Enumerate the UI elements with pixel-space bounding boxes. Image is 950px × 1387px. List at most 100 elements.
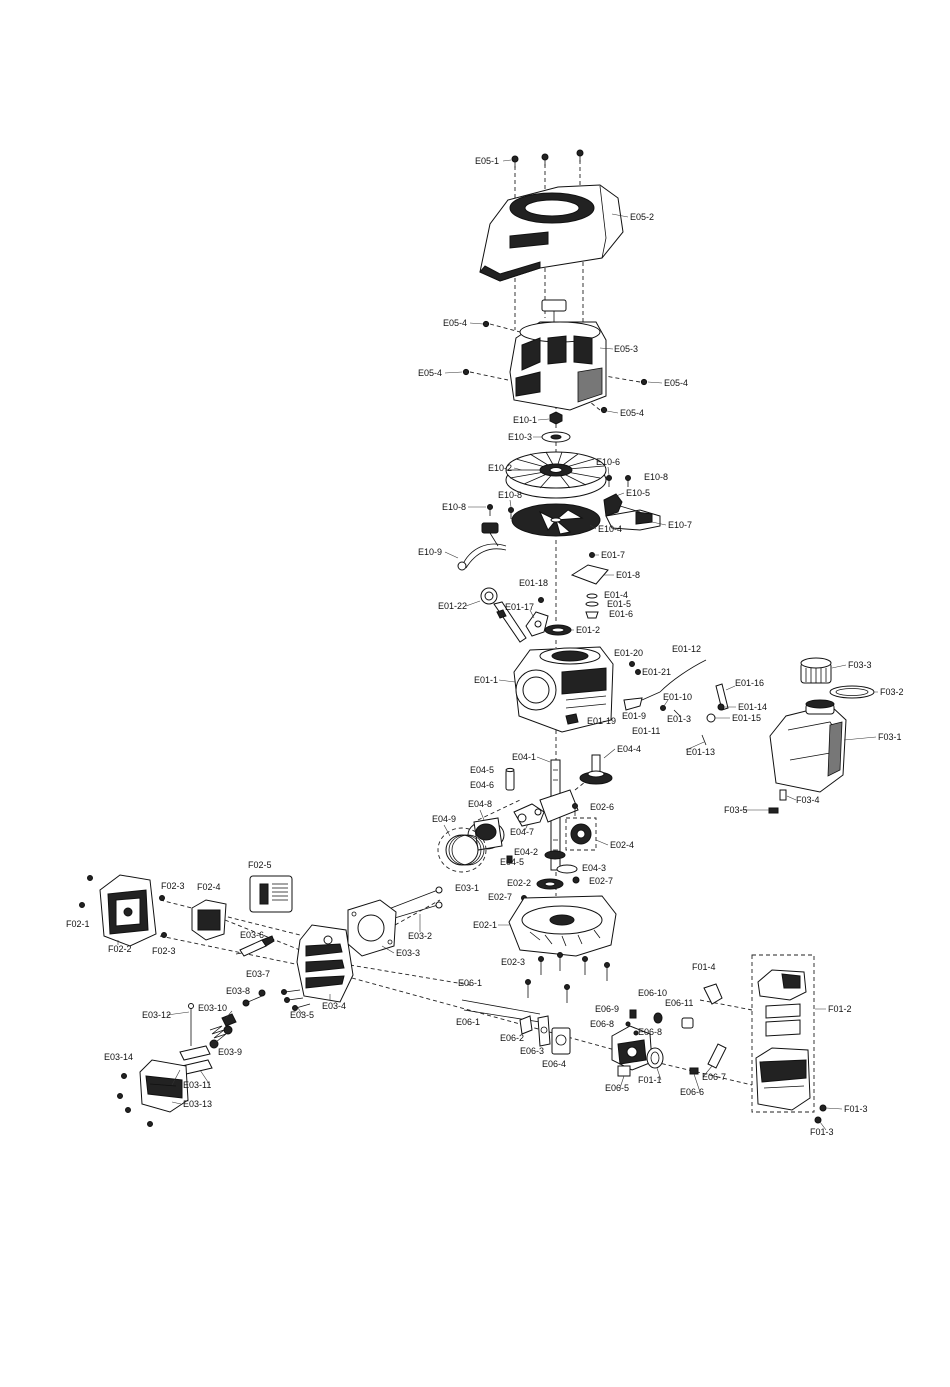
callout-e01-20: E01-20 <box>614 648 643 658</box>
callout-e03-3: E03-3 <box>396 948 420 958</box>
callout-e04-4: E04-4 <box>617 744 641 754</box>
callout-e03-7: E03-7 <box>246 969 270 979</box>
piston <box>467 817 505 851</box>
flywheel-base-disc <box>511 503 601 537</box>
callout-e02-7: E02-7 <box>589 876 613 886</box>
callout-e01-16: E01-16 <box>735 678 764 688</box>
callout-e03-11: E03-11 <box>183 1080 211 1090</box>
callout-f02-3: F02-3 <box>152 946 176 956</box>
callout-e10-8: E10-8 <box>498 490 522 500</box>
callout-e10-7: E10-7 <box>668 520 692 530</box>
callout-f01-3: F01-3 <box>844 1104 868 1114</box>
callout-e06-8: E06-8 <box>638 1027 662 1037</box>
air-intake-ring <box>646 1047 664 1069</box>
callout-f02-3: F02-3 <box>161 881 185 891</box>
callout-e06-3: E06-3 <box>520 1046 544 1056</box>
callout-e01-4: E01-4 <box>604 590 628 600</box>
callout-e05-4: E05-4 <box>443 318 467 328</box>
rocker-arms <box>179 1045 213 1075</box>
blower-housing <box>479 184 624 282</box>
valve-cover <box>139 1059 189 1113</box>
callout-e10-8: E10-8 <box>442 502 466 512</box>
breather-elbow <box>703 983 723 1005</box>
callout-f03-1: F03-1 <box>878 732 902 742</box>
callout-e04-8: E04-8 <box>468 799 492 809</box>
coil-screws <box>487 475 631 519</box>
callout-e02-2: E02-2 <box>507 878 531 888</box>
callout-f02-2: F02-2 <box>108 944 132 954</box>
oil-dipstick <box>480 587 527 643</box>
callout-e03-2: E03-2 <box>408 931 432 941</box>
callout-e06-11: E06-11 <box>665 998 693 1008</box>
muffler-shield <box>191 899 227 941</box>
piston-rings <box>437 827 487 873</box>
callout-e01-11: E01-11 <box>632 726 660 736</box>
callout-e02-7: E02-7 <box>488 892 512 902</box>
muffler <box>99 874 157 947</box>
spark-plug <box>235 935 275 957</box>
flywheel <box>505 451 607 499</box>
flywheel-washer <box>541 431 571 443</box>
callout-e04-9: E04-9 <box>432 814 456 824</box>
callout-e01-13: E01-13 <box>686 747 715 757</box>
callout-e02-1: E02-1 <box>473 920 497 930</box>
callout-e10-9: E10-9 <box>418 547 442 557</box>
valve-cover-screws <box>117 1073 153 1127</box>
callout-e03-8: E03-8 <box>226 986 250 996</box>
callout-e06-5: E06-5 <box>605 1083 629 1093</box>
callout-e01-1: E01-1 <box>474 675 498 685</box>
callout-e05-4: E05-4 <box>664 378 688 388</box>
callout-e06-1: E06-1 <box>456 1017 480 1027</box>
ignition-coil <box>603 493 661 531</box>
callout-e02-6: E02-6 <box>590 802 614 812</box>
callout-f03-2: F03-2 <box>880 687 904 697</box>
callout-e01-7: E01-7 <box>601 550 625 560</box>
callout-e05-1: E05-1 <box>475 156 499 166</box>
callout-e10-4: E10-4 <box>598 524 622 534</box>
flywheel-nut <box>549 411 563 425</box>
head-bolts <box>281 989 311 1011</box>
callout-e02-3: E02-3 <box>501 957 525 967</box>
callout-e01-10: E01-10 <box>663 692 692 702</box>
callout-e03-5: E03-5 <box>290 1010 314 1020</box>
carburetor <box>611 1025 653 1077</box>
crankshaft-seals <box>506 850 580 901</box>
cylinder-head <box>296 924 354 1003</box>
callout-e06-7: E06-7 <box>702 1072 726 1082</box>
callout-e03-4: E03-4 <box>322 1001 346 1011</box>
callout-e10-8: E10-8 <box>644 472 668 482</box>
crankcase-oil-seal <box>544 624 572 636</box>
connecting-rod <box>513 803 545 827</box>
callout-e03-6: E03-6 <box>240 930 264 940</box>
callout-e03-13: E03-13 <box>183 1099 212 1109</box>
callout-e01-12: E01-12 <box>672 644 701 654</box>
callout-f03-3: F03-3 <box>848 660 872 670</box>
breather-cover <box>570 552 609 619</box>
callout-e06-8: E06-8 <box>590 1019 614 1029</box>
callout-e03-1: E03-1 <box>455 883 479 893</box>
head-bolts-long <box>385 886 443 921</box>
callout-e01-3: E01-3 <box>667 714 691 724</box>
callout-e06-2: E06-2 <box>500 1033 524 1043</box>
callout-e01-19: E01-19 <box>587 716 616 726</box>
callout-e01-22: E01-22 <box>438 601 467 611</box>
callout-e02-4: E02-4 <box>610 840 634 850</box>
callout-e06-4: E06-4 <box>542 1059 566 1069</box>
callout-e06-6: E06-6 <box>680 1087 704 1097</box>
breather-hose <box>689 1043 727 1075</box>
callout-e04-5: E04-5 <box>470 765 494 775</box>
callout-e01-9: E01-9 <box>622 711 646 721</box>
callout-f03-4: F03-4 <box>796 795 820 805</box>
recoil-starter <box>509 299 607 411</box>
callout-e10-1: E10-1 <box>513 415 537 425</box>
governor-assembly <box>565 803 597 851</box>
callout-f02-5: F02-5 <box>248 860 272 870</box>
callout-e10-2: E10-2 <box>488 463 512 473</box>
callout-e06-1: E06-1 <box>458 978 482 988</box>
callout-e01-8: E01-8 <box>616 570 640 580</box>
callout-e10-3: E10-3 <box>508 432 532 442</box>
callout-f02-4: F02-4 <box>197 882 221 892</box>
callout-e01-21: E01-21 <box>642 667 671 677</box>
callout-labels: E05-1 E05-2 E05-4 E05-3 E05-4 E05-4 E05-… <box>66 156 904 1137</box>
